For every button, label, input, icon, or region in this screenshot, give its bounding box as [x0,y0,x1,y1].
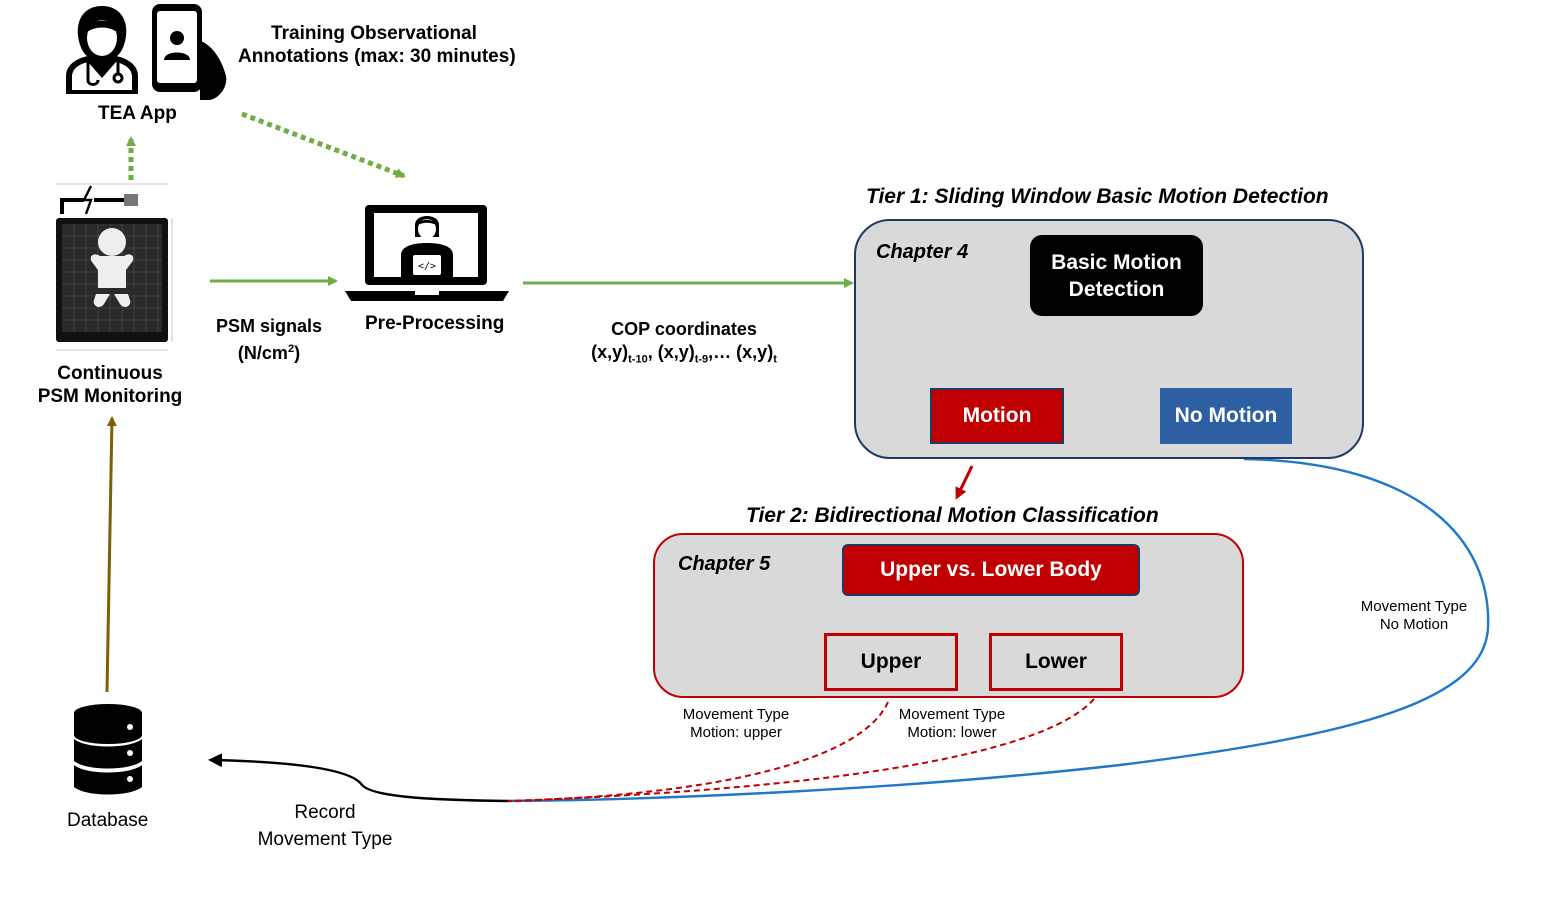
basic-motion-line-2: Detection [1068,277,1165,301]
movement-label-upper: Movement Type Motion: upper [666,706,806,742]
movement-lower-line-1: Movement Type [898,706,1006,723]
tier2-title: Tier 2: Bidirectional Motion Classificat… [746,504,1159,527]
upper-vs-lower-box: Upper vs. Lower Body [842,544,1140,596]
curve-no-motion-to-record [507,457,1490,803]
movement-upper-line-1: Movement Type [682,706,790,723]
movement-no-motion-line-2: No Motion [1379,616,1449,633]
basic-motion-line-1: Basic Motion [1051,250,1182,274]
database-label: Database [67,810,149,831]
tier1-chapter: Chapter 4 [876,241,969,263]
psm-label: Continuous PSM Monitoring [30,362,190,408]
psm-signals-unit-exponent: 2 [287,343,295,355]
record-line-1: Record [294,802,356,823]
record-line-2: Movement Type [257,829,393,850]
curve-lower-to-record [507,698,1095,802]
laptop-coder-icon: </> [345,205,509,301]
tea-app-icons [66,4,227,100]
movement-no-motion-line-1: Movement Type [1360,598,1468,615]
movement-label-lower: Movement Type Motion: lower [882,706,1022,742]
cop-term-3: ,… (x,y) [708,342,774,362]
psm-signals-line-2: (N/cm2) [204,338,334,365]
arrow-motion-to-tier2 [955,465,974,500]
basic-motion-detection-box: Basic Motion Detection [1030,235,1203,316]
psm-signals-line-1: PSM signals [215,316,323,336]
arrow-database-to-psm [105,416,117,693]
upper-box: Upper [824,633,958,691]
database-icon [74,704,142,795]
clinician-icon [66,6,138,94]
pressure-mat-infant-icon [56,183,173,351]
psm-signals-unit: (N/cm [237,343,288,363]
cop-term-3-sub: t [773,353,777,366]
cop-term-1-sub: t-10 [628,353,648,366]
record-label: Record Movement Type [240,799,410,853]
psm-label-line-1: Continuous [57,363,163,384]
movement-label-no-motion: Movement Type No Motion [1344,598,1484,634]
psm-signals-unit-close: ) [294,343,301,363]
tea-annotation-line-2: Annotations (max: 30 minutes) [238,46,516,67]
tea-annotation-text: Training Observational Annotations (max:… [238,22,516,68]
arrow-tea-to-preprocessing [241,111,406,179]
arrow-record-to-database [208,753,509,803]
svg-text:</>: </> [418,261,436,272]
smartphone-user-icon [152,4,227,100]
tier2-chapter: Chapter 5 [678,553,771,575]
cop-sequence: (x,y)t-10, (x,y)t-9,… (x,y)t [566,341,802,372]
cop-term-2-sub: t-9 [694,353,709,366]
preprocessing-label: Pre-Processing [365,313,505,334]
tea-annotation-line-1: Training Observational [271,23,477,44]
no-motion-box: No Motion [1160,388,1292,444]
psm-signals-label: PSM signals (N/cm2) [204,315,334,365]
cop-label: COP coordinates (x,y)t-10, (x,y)t-9,… (x… [566,318,802,372]
movement-upper-line-2: Motion: upper [690,724,782,741]
cop-term-1: (x,y) [591,342,629,362]
motion-box: Motion [930,388,1064,444]
cop-title: COP coordinates [611,319,757,339]
movement-lower-line-2: Motion: lower [907,724,997,741]
tier1-title: Tier 1: Sliding Window Basic Motion Dete… [866,185,1329,208]
tea-app-label: TEA App [98,103,177,124]
cop-term-2: , (x,y) [647,342,695,362]
lower-box: Lower [989,633,1123,691]
psm-label-line-2: PSM Monitoring [37,386,183,407]
